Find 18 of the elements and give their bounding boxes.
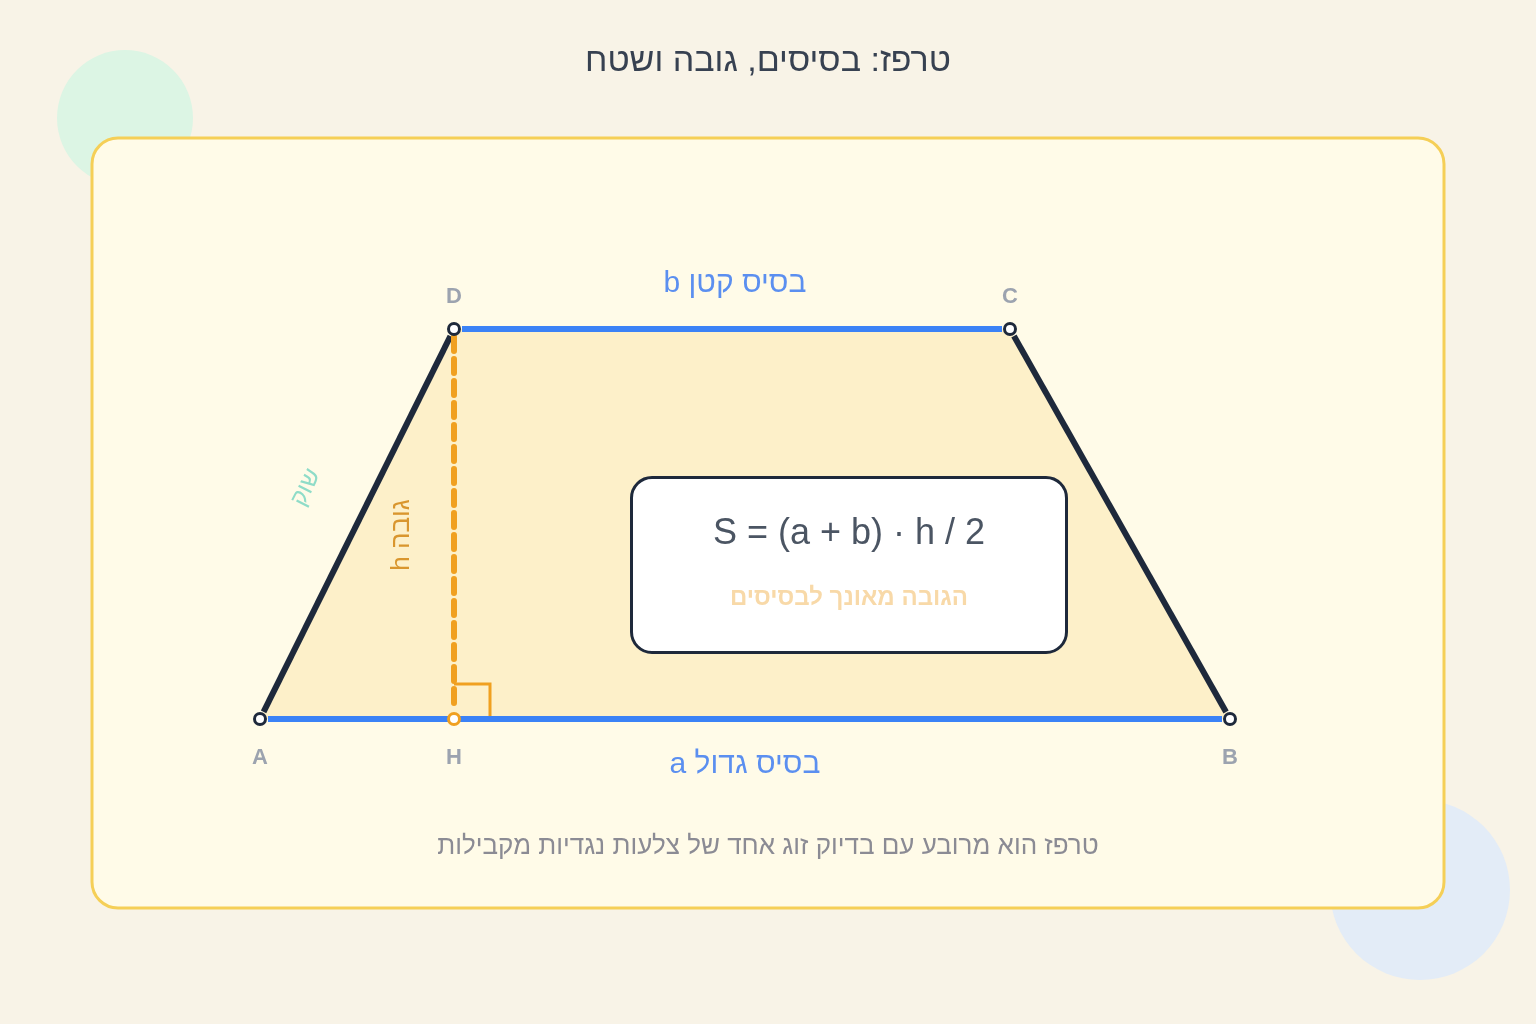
vertex-label: H — [446, 744, 462, 770]
vertex-label: B — [1222, 744, 1238, 770]
vertex-label: C — [1002, 283, 1018, 309]
vertex-label: A — [252, 744, 268, 770]
note-text: טרפז הוא מרובע עם בדיוק זוג אחד של צלעות נגדיות מקבילות — [436, 830, 1100, 861]
vertex-label: D — [446, 283, 462, 309]
side-line — [260, 334, 454, 714]
edge-label: בסיס גדול a — [669, 746, 821, 780]
note-text: הגובה מאונך לבסיסים — [729, 583, 969, 611]
side-line — [1011, 334, 1229, 714]
title: טרפז: בסיסים, גובה ושטח — [584, 40, 952, 79]
area-formula: S = (a + b) · h / 2 — [711, 511, 987, 553]
side-line — [462, 326, 1002, 332]
edge-label: בסיס קטן b — [663, 265, 807, 299]
edge-label: שוק — [283, 463, 327, 511]
edge-label: גובה h — [384, 499, 416, 571]
side-line — [268, 716, 1222, 722]
formula-card — [630, 476, 1068, 654]
